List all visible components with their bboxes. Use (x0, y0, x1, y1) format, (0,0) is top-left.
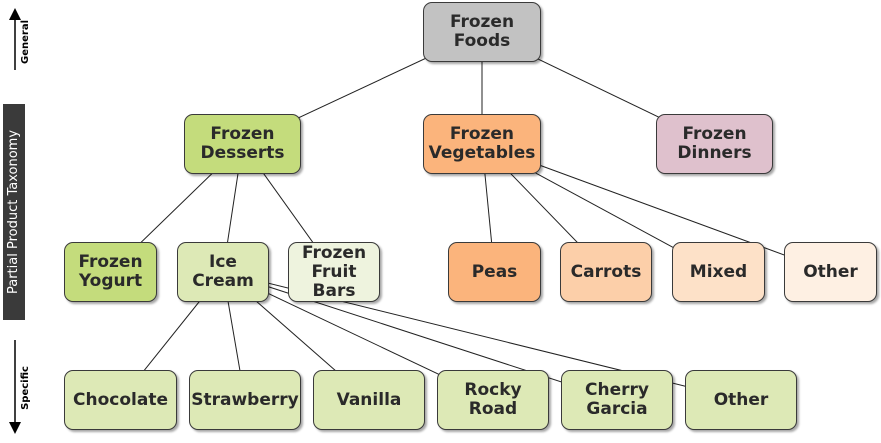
axis-bottom-label: Specific (20, 366, 31, 410)
node-icother: Other (685, 370, 797, 430)
axis-title: Partial Product Taxonomy (6, 129, 21, 295)
node-peas: Peas (448, 242, 541, 302)
axis-title-box (3, 104, 25, 320)
node-yogurt: Frozen Yogurt (64, 242, 157, 302)
node-vanilla: Vanilla (313, 370, 425, 430)
node-cherrygarcia: Cherry Garcia (561, 370, 673, 430)
node-chocolate: Chocolate (64, 370, 177, 430)
axis-top-label: General (20, 20, 31, 64)
node-desserts: Frozen Desserts (184, 114, 301, 174)
node-foods: Frozen Foods (423, 2, 541, 62)
node-vegother: Other (784, 242, 877, 302)
node-vegetables: Frozen Vegetables (423, 114, 541, 174)
node-carrots: Carrots (560, 242, 652, 302)
node-mixed: Mixed (672, 242, 765, 302)
node-fruitbars: Frozen Fruit Bars (288, 242, 380, 302)
node-rockyroad: Rocky Road (437, 370, 549, 430)
node-dinners: Frozen Dinners (656, 114, 773, 174)
node-strawberry: Strawberry (189, 370, 301, 430)
node-icecream: Ice Cream (177, 242, 269, 302)
